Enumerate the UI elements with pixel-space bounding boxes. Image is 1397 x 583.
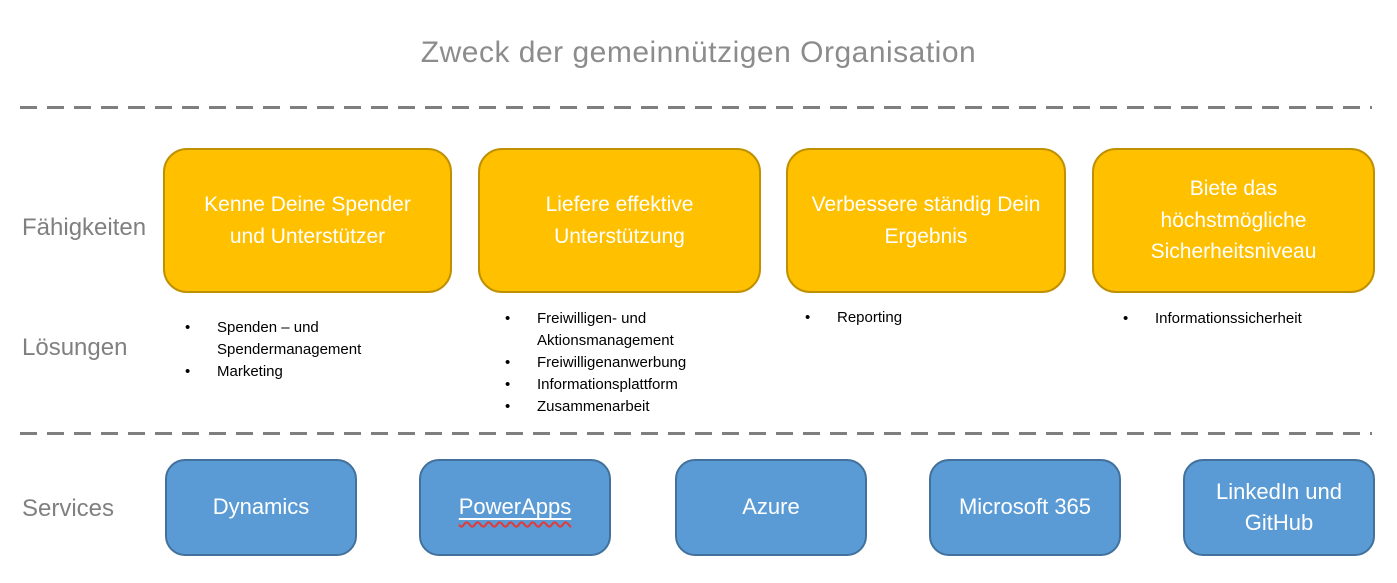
solutions-list-unterstuetzung: Freiwilligen- und Aktionsmanagement Frei…: [503, 308, 728, 418]
row-label-capabilities: Fähigkeiten: [22, 214, 147, 241]
capability-box-label: Kenne Deine Spender und Unterstützer: [204, 193, 411, 248]
solution-item: Informationsplattform: [503, 374, 728, 396]
service-box-label: PowerApps: [458, 494, 572, 520]
dashed-divider-top: [20, 106, 1372, 109]
service-box-azure: Azure: [675, 459, 867, 556]
service-box-label: LinkedIn und GitHub: [1216, 478, 1342, 535]
dashed-divider-middle: [20, 432, 1372, 435]
service-box-label: Microsoft 365: [958, 494, 1092, 520]
solution-item: Spenden – und Spendermanagement: [183, 317, 398, 361]
capability-box-ergebnis: Verbessere ständig Dein Ergebnis: [786, 148, 1066, 293]
solution-item: Reporting: [803, 307, 1023, 329]
solution-item: Zusammenarbeit: [503, 396, 728, 418]
capability-box-label: Liefere effektive Unterstützung: [545, 193, 694, 248]
capability-box-unterstuetzung: Liefere effektive Unterstützung: [478, 148, 761, 293]
capability-box-label: Biete das höchstmögliche Sicherheitsnive…: [1150, 177, 1317, 264]
solution-item: Informationssicherheit: [1121, 308, 1361, 330]
capability-box-label: Verbessere ständig Dein Ergebnis: [811, 193, 1041, 248]
service-box-microsoft365: Microsoft 365: [929, 459, 1121, 556]
service-box-powerapps: PowerApps: [419, 459, 611, 556]
capability-box-sicherheit: Biete das höchstmögliche Sicherheitsnive…: [1092, 148, 1375, 293]
service-box-label: Azure: [742, 494, 800, 520]
service-box-dynamics: Dynamics: [165, 459, 357, 556]
service-box-label: Dynamics: [212, 494, 310, 520]
solution-item: Freiwilligen- und Aktionsmanagement: [503, 308, 728, 352]
solution-item: Freiwilligenanwerbung: [503, 352, 728, 374]
solution-item: Marketing: [183, 361, 398, 383]
solutions-list-spender: Spenden – und Spendermanagement Marketin…: [183, 317, 398, 383]
solutions-list-sicherheit: Informationssicherheit: [1121, 308, 1361, 330]
slide-title: Zweck der gemeinnützigen Organisation: [420, 36, 977, 69]
spellcheck-squiggle: PowerApps: [459, 492, 572, 523]
service-box-linkedin-github: LinkedIn und GitHub: [1183, 459, 1375, 556]
row-label-solutions: Lösungen: [22, 334, 128, 361]
solutions-list-ergebnis: Reporting: [803, 307, 1023, 329]
capability-box-spender: Kenne Deine Spender und Unterstützer: [163, 148, 452, 293]
row-label-services: Services: [22, 495, 115, 522]
